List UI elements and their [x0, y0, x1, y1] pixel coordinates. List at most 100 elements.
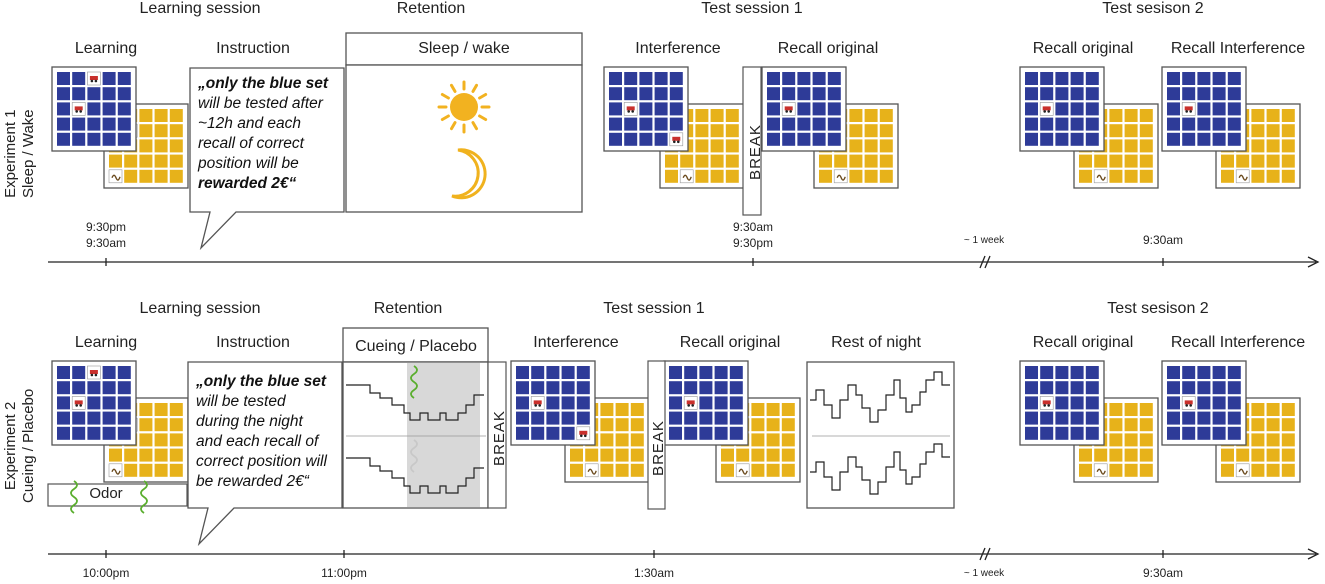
exp2-learning-yellow-card-square [139, 433, 153, 447]
exp2-recall-original-label: Recall original [679, 334, 781, 351]
exp2-odor-icon-left [70, 480, 78, 514]
exp2-recall-original-yellow-card-square [751, 403, 765, 416]
exp1-recall-original-blue-card-square [797, 72, 811, 85]
exp2-recall-original-blue-card-square [684, 366, 698, 379]
exp2-interference-yellow-card-animal-icon [587, 468, 597, 475]
exp1-recall-original-blue-card-square [827, 72, 841, 85]
exp1-learning-blue-card-car-icon [89, 76, 98, 80]
exp2-interference-blue-card-square [531, 366, 545, 379]
exp2-interference-blue-card-square [531, 381, 545, 395]
exp1-learning-blue-card-square [87, 132, 101, 146]
exp2-recall-original-2-yellow-card-square [1109, 418, 1123, 432]
exp1-instr-line6: rewarded 2€“ [198, 175, 297, 192]
exp1-interference-yellow-card-square [665, 154, 678, 168]
exp1-interference-yellow-card-square [695, 139, 709, 153]
exp2-learning-yellow-card-square [154, 463, 168, 477]
exp2-recall-interference-blue-card-square [1182, 366, 1196, 379]
exp2-learning-blue-card-square [102, 411, 116, 425]
exp2-recall-original-2-blue-card-square [1055, 396, 1069, 410]
exp1-interference-blue-card-square [669, 102, 683, 116]
exp1-recall-original-yellow-card-animal-icon [836, 174, 846, 181]
exp1-recall-interference-yellow-card-square [1266, 109, 1280, 122]
exp2-recall-interference-blue-card-square [1197, 411, 1211, 425]
exp2-recall-original-2-blue-card-square [1040, 411, 1054, 425]
exp1-recall-interference-blue-card-square [1167, 87, 1180, 101]
exp2-recall-original-2-yellow-card-square [1109, 448, 1123, 462]
exp2-recall-interference-blue-card-square [1182, 411, 1196, 425]
exp1-recall-interference-blue-card-square [1167, 72, 1180, 85]
sun-icon [437, 80, 491, 134]
exp2-recall-original-blue-card-wheel-icon [687, 404, 690, 407]
exp2-recall-interference-yellow-card [1215, 397, 1301, 483]
exp1-recall-original-2-blue-card-wheel-icon [1047, 110, 1050, 113]
exp1-one-week: ~ 1 week [963, 235, 1005, 246]
exp2-learning-blue-card-square [102, 381, 116, 395]
exp2-recall-interference-blue-card-square [1227, 381, 1241, 395]
exp1-recall-interference-yellow-card-square [1221, 154, 1234, 168]
exp1-recall-original-2-yellow-card-square [1109, 169, 1123, 183]
exp1-recall-original-yellow-card-square [819, 154, 832, 168]
exp2-learning-blue-card-square [102, 396, 116, 410]
exp1-recall-interference-yellow-card-square [1281, 124, 1295, 138]
exp2-interference-blue-card-wheel-icon [538, 404, 541, 407]
exp1-recall-original-2-blue-card-square [1055, 132, 1069, 146]
exp1-recall-interference-yellow-card-square [1236, 154, 1250, 168]
exp1-recall-interference-yellow-card-square [1266, 154, 1280, 168]
exp1-recall-original-blue-card-square [767, 132, 780, 146]
exp1-recall-interference-blue-card-square [1227, 72, 1241, 85]
exp2-recall-original-2-blue-card-square [1040, 426, 1054, 440]
exp2-test-session-2-heading: Test sesison 2 [1107, 300, 1209, 317]
exp1-recall-interference-blue-card-square [1227, 117, 1241, 131]
exp1-recall-original-2-yellow-card-animal-icon [1096, 174, 1106, 181]
exp1-interference-blue-card-wheel-icon [673, 140, 676, 144]
exp1-interference-blue-card-square [654, 132, 668, 146]
exp1-recall-interference-yellow-card-square [1281, 139, 1295, 153]
exp1-recall-original-2-blue-card-square [1070, 87, 1084, 101]
exp1-recall-original-blue-card-square [827, 132, 841, 146]
exp2-interference-yellow-card-square [570, 448, 583, 462]
exp2-recall-interference-blue-card-square [1167, 366, 1180, 379]
exp1-learning-blue-card-square [72, 132, 86, 146]
exp1-learning-blue-card-square [102, 72, 116, 85]
exp1-recall-interference-blue-card-wheel-icon [1185, 110, 1188, 113]
exp1-recall-original-2-blue-card-square [1040, 72, 1054, 85]
exp2-recall-original-2-blue-card-square [1025, 366, 1038, 379]
exp1-sleep-wake-label: Sleep / wake [418, 40, 510, 57]
exp1-recall-original-yellow-card-square [864, 169, 878, 183]
exp2-recall-original-yellow-card-square [766, 403, 780, 416]
sun-ray-icon [478, 114, 488, 121]
exp2-instr-line6: be rewarded 2€“ [196, 473, 309, 490]
exp1-recall-original-2-blue-card-square [1040, 87, 1054, 101]
exp1-recall-original-2-yellow-card-square [1109, 124, 1123, 138]
exp1-recall-original-blue-card-square [767, 102, 780, 116]
exp2-interference-blue-card-square [516, 426, 529, 440]
exp1-recall-original-blue-card-square [782, 87, 796, 101]
exp2-learning-blue-card-square [102, 366, 116, 379]
exp1-recall-original-2-yellow-card-square [1124, 154, 1138, 168]
exp2-recall-interference-blue-card-square [1197, 396, 1211, 410]
exp1-learning-blue-card-square [57, 102, 70, 116]
exp1-recall-original-blue-card-square [812, 72, 826, 85]
exp2-recall-original-2-blue-card-square [1070, 381, 1084, 395]
exp2-timeline-arrowhead [1307, 548, 1320, 560]
exp2-recall-original-yellow-card-square [781, 433, 795, 447]
exp2-recall-original-blue-card-square [699, 366, 713, 379]
exp2-interference-label: Interference [533, 334, 619, 351]
exp2-recall-interference-yellow-card-square [1266, 418, 1280, 432]
exp1-recall-original-2-yellow-card-square [1139, 139, 1153, 153]
exp2-interference-yellow-card-square [585, 448, 599, 462]
exp2-recall-original-blue-card-square [699, 426, 713, 440]
exp2-recall-interference-blue-card-square [1167, 426, 1180, 440]
exp1-learning-yellow-card-square [154, 169, 168, 183]
exp2-learning-blue-card-car-icon [89, 370, 98, 374]
exp2-timeline-break-mark [979, 547, 986, 561]
exp2-learning-blue-card-wheel-icon [75, 404, 78, 407]
exp2-recall-interference-yellow-card-square [1266, 403, 1280, 416]
exp2-instruction-label: Instruction [216, 334, 290, 351]
exp1-recall-original-blue-card-square [812, 87, 826, 101]
exp1-interference-blue-card-square [624, 132, 638, 146]
exp2-recall-original-blue-card-square [669, 366, 682, 379]
exp2-recall-interference-blue-card-square [1182, 381, 1196, 395]
exp1-interference-blue-card-square [669, 117, 683, 131]
exp2-learning-yellow-card-square [124, 448, 138, 462]
